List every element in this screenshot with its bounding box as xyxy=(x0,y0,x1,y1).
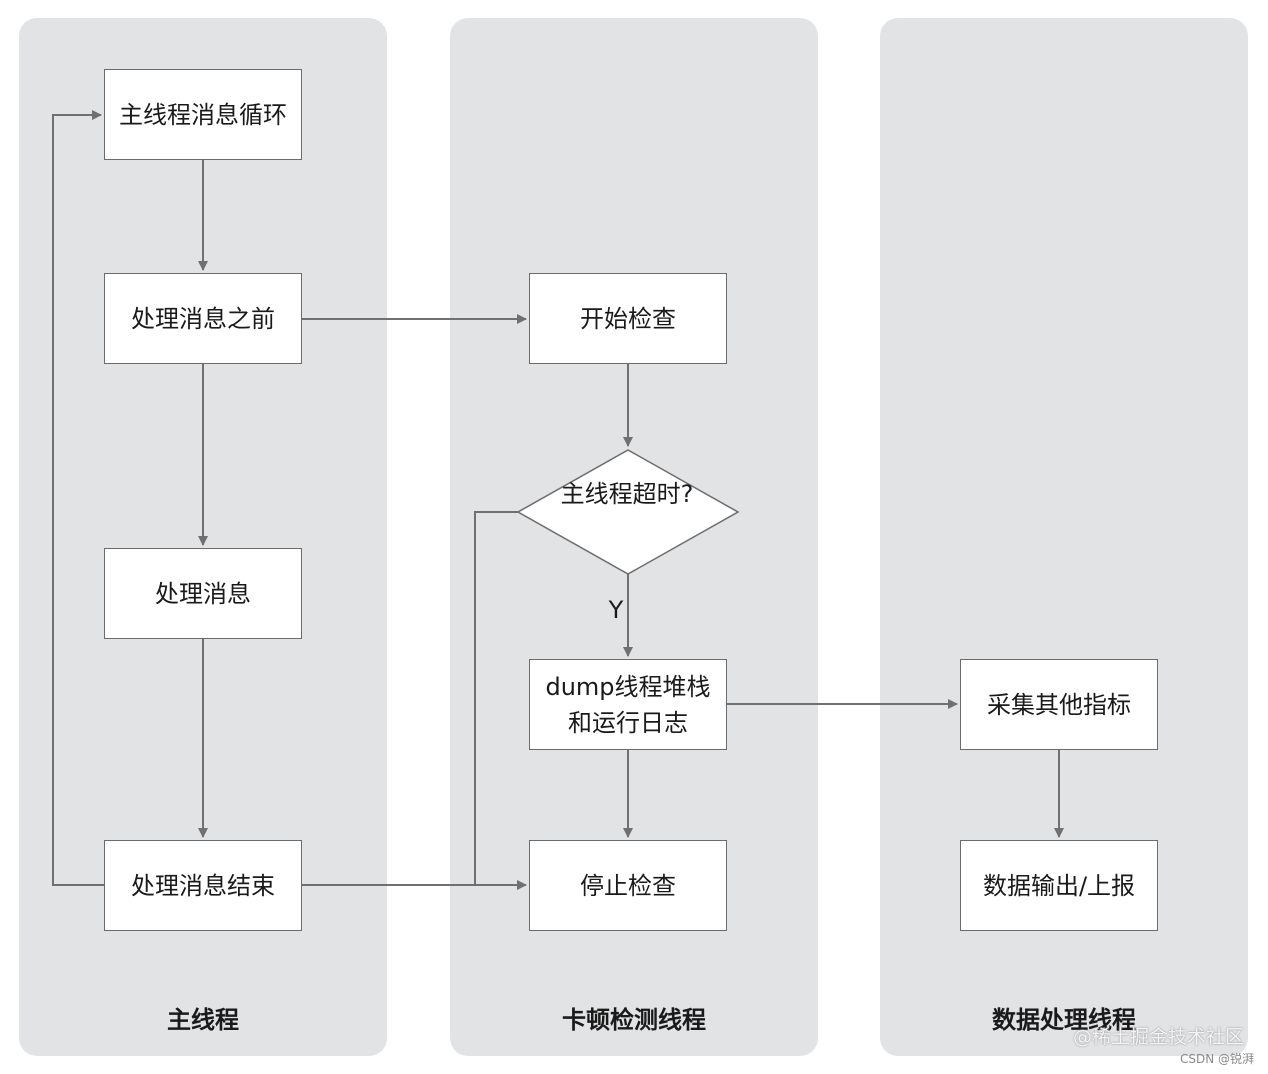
node-main-message-loop-label: 主线程消息循环 xyxy=(119,100,287,129)
node-stop-check: 停止检查 xyxy=(529,840,727,931)
node-start-check-label: 开始检查 xyxy=(580,304,676,333)
node-processing-end: 处理消息结束 xyxy=(104,840,302,931)
decision-diamond xyxy=(516,449,740,575)
watermark-text: @稀土掘金技术社区 xyxy=(1072,1026,1244,1048)
node-dump-stack: dump线程堆栈和运行日志 xyxy=(529,659,727,750)
node-data-output: 数据输出/上报 xyxy=(960,840,1158,931)
watermark-source: CSDN @锐湃 xyxy=(1179,1052,1254,1066)
node-main-message-loop: 主线程消息循环 xyxy=(104,69,302,160)
node-before-processing: 处理消息之前 xyxy=(104,273,302,364)
node-start-check: 开始检查 xyxy=(529,273,727,364)
edge-label-yes: Y xyxy=(608,596,624,624)
node-processing-label: 处理消息 xyxy=(155,579,251,608)
node-collect-metrics: 采集其他指标 xyxy=(960,659,1158,750)
lane-title-lag-detection-thread: 卡顿检测线程 xyxy=(562,1006,706,1034)
node-stop-check-label: 停止检查 xyxy=(580,871,676,900)
decision-label: 主线程超时? xyxy=(560,480,694,508)
node-data-output-label: 数据输出/上报 xyxy=(982,871,1136,900)
node-dump-stack-label: dump线程堆栈和运行日志 xyxy=(545,672,711,737)
node-processing-end-label: 处理消息结束 xyxy=(131,871,275,900)
lane-title-main-thread: 主线程 xyxy=(167,1006,239,1034)
node-collect-metrics-label: 采集其他指标 xyxy=(987,690,1131,719)
lane-title-data-processing-thread: 数据处理线程 xyxy=(992,1006,1136,1034)
edge-decision-no xyxy=(474,511,518,885)
edge-end-to-loop xyxy=(52,110,104,886)
node-processing: 处理消息 xyxy=(104,548,302,639)
node-before-processing-label: 处理消息之前 xyxy=(131,304,275,333)
